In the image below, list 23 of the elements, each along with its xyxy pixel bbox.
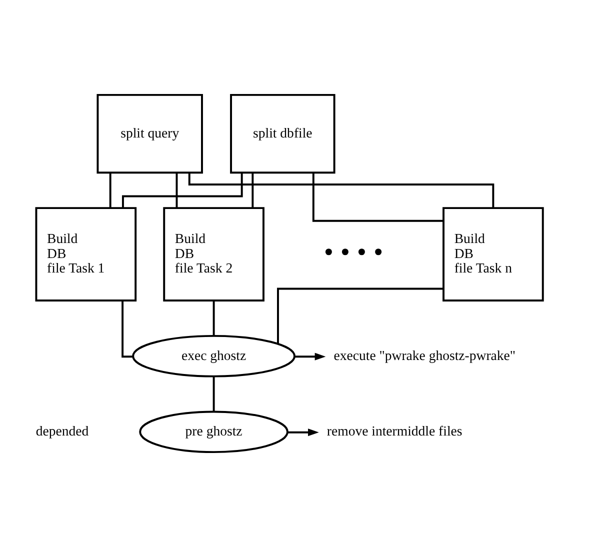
connector [176, 172, 178, 208]
node-ellipse: exec ghostz [132, 334, 296, 377]
node-ellipse: pre ghostz [139, 410, 288, 453]
connector [122, 300, 133, 358]
node-box: split query [96, 93, 203, 174]
connector [109, 172, 112, 208]
arrow [294, 352, 326, 360]
connector [312, 172, 444, 222]
node-text: execute "pwrake ghostz-pwrake" [334, 347, 516, 362]
node-box: Build DB file Task n [442, 206, 544, 302]
connector [277, 287, 444, 344]
connector [212, 376, 215, 412]
connector [188, 172, 494, 208]
connector [252, 172, 254, 208]
node-box: Build DB file Task 2 [163, 206, 264, 302]
connector [122, 172, 243, 208]
label: • • • • [324, 236, 384, 267]
connector [212, 300, 215, 336]
node-box: Build DB file Task 1 [35, 206, 137, 302]
node-box: split dbfile [230, 93, 336, 174]
arrow [288, 428, 319, 436]
label: depended [36, 423, 89, 438]
node-text: remove intermiddle files [326, 423, 462, 438]
